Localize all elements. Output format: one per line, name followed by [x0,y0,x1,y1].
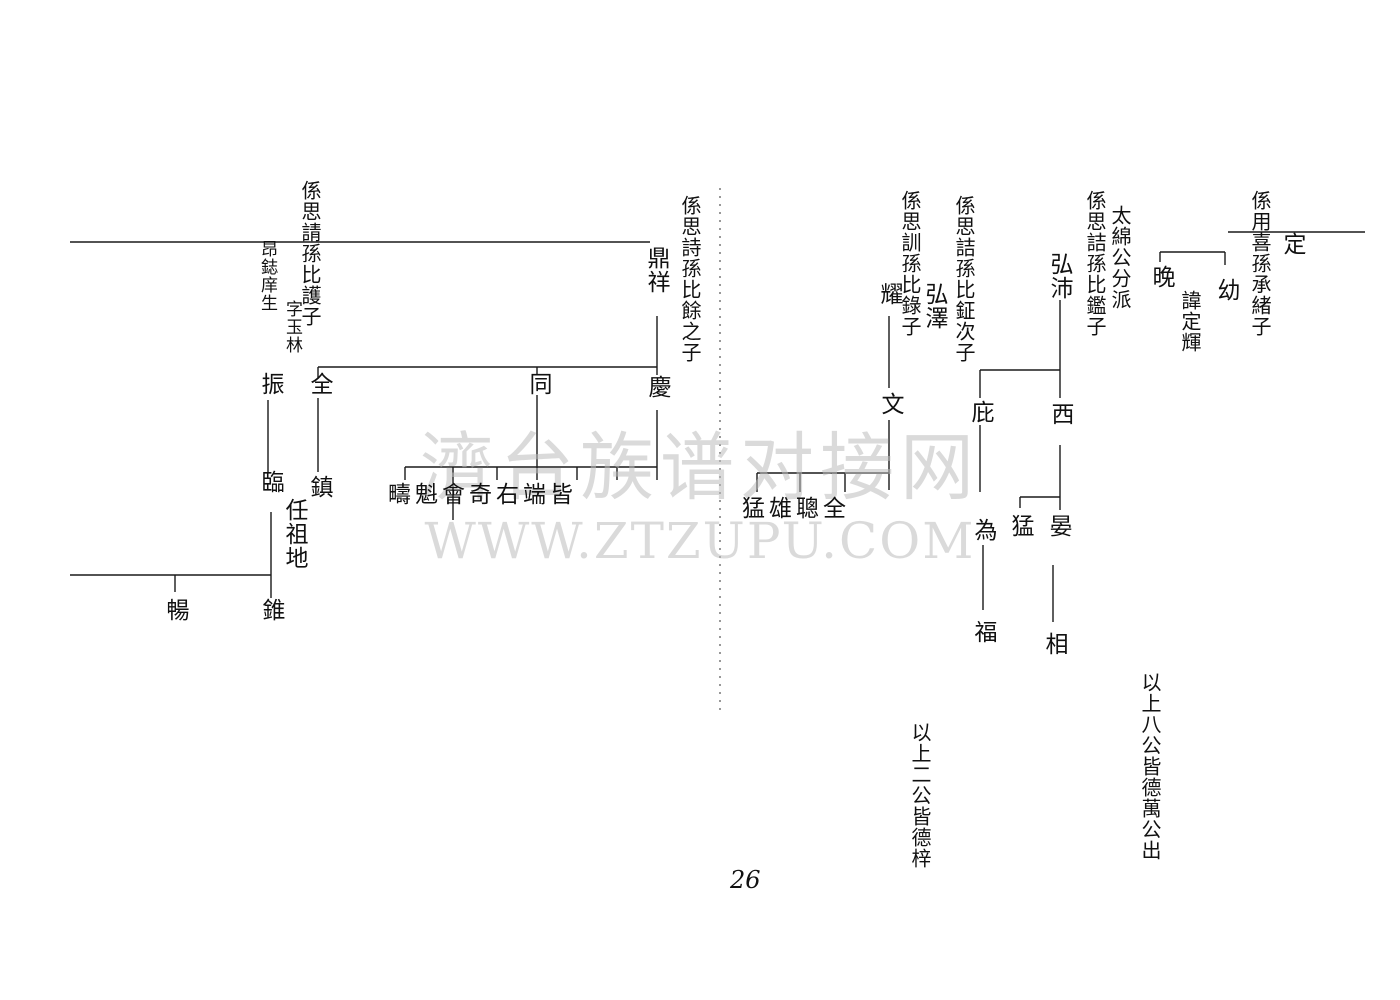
name-fu: 福 [970,620,996,644]
gen-name: 疇 [388,482,415,508]
name-ren-note: 任祖地 [281,498,307,570]
note-de-wan: 以上八公皆德萬公出 [1138,672,1162,861]
note-yao: 係思訓孫比錄子 [898,190,922,337]
name-ding: 定 [1279,232,1305,256]
name-quan-left: 全 [306,372,332,396]
note-zhen-lineage: 係思請孫比護子 [298,180,322,327]
note-hui: 諱定輝 [1178,290,1202,353]
name-wen: 文 [877,392,903,416]
name-min-note: 昂鋕庠生 [257,240,277,312]
gen-name: 聰 [796,496,823,522]
name-xi-right: 西 [1047,402,1073,426]
name-yan: 晏 [1045,514,1071,538]
gen-name: 皆 [550,482,577,508]
watermark-text: 濟台族谱对接网 [420,425,980,511]
name-tong: 同 [525,372,551,396]
watermark: 濟台族谱对接网 WWW.ZTZUPU.COM [355,425,1045,585]
gen-name: 雄 [769,496,796,522]
name-hong-ze: 弘澤 [921,282,947,330]
gen-name: 全 [823,496,850,522]
name-lin: 臨 [257,470,283,494]
name-wei: 為 [970,518,996,542]
note-taimian: 太綿公分派 [1108,205,1132,310]
generation-row-left: 疇魁會奇右端皆 [388,484,577,507]
name-chang: 暢 [162,598,188,622]
watermark-url: WWW.ZTZUPU.COM [424,512,976,570]
gen-name: 猛 [742,496,769,522]
name-hong-pei: 弘沛 [1046,252,1072,300]
gen-name: 會 [442,482,469,508]
name-meng2: 猛 [1007,514,1033,538]
gen-name: 右 [496,482,523,508]
name-you: 幼 [1213,278,1239,302]
note-ci: 係思詰孫比鉦次子 [952,195,976,363]
note-ding-lineage: 係思詩孫比餘之子 [678,195,702,363]
generation-row-right: 猛雄聰全 [742,498,850,521]
name-pang: 庇 [967,400,993,424]
name-zhen: 振 [257,372,283,396]
name-yao: 耀 [876,282,902,306]
gen-name: 端 [523,482,550,508]
gen-name: 魁 [415,482,442,508]
name-qing: 慶 [644,375,670,399]
name-wan: 晚 [1148,265,1174,289]
name-dingxiang: 鼎祥 [643,246,669,294]
name-xiang: 相 [1041,632,1067,656]
gen-name: 奇 [469,482,496,508]
note-jian: 係思詰孫比鑑子 [1083,190,1107,337]
name-zi-note: 字玉林 [282,300,302,354]
note-de-yan: 以上二公皆德梓 [908,722,932,869]
name-xi-left: 錐 [258,598,284,622]
note-ding-right: 係用喜孫承緒子 [1248,190,1272,337]
name-zhen2: 鎮 [306,475,332,499]
page-number: 26 [730,866,761,894]
